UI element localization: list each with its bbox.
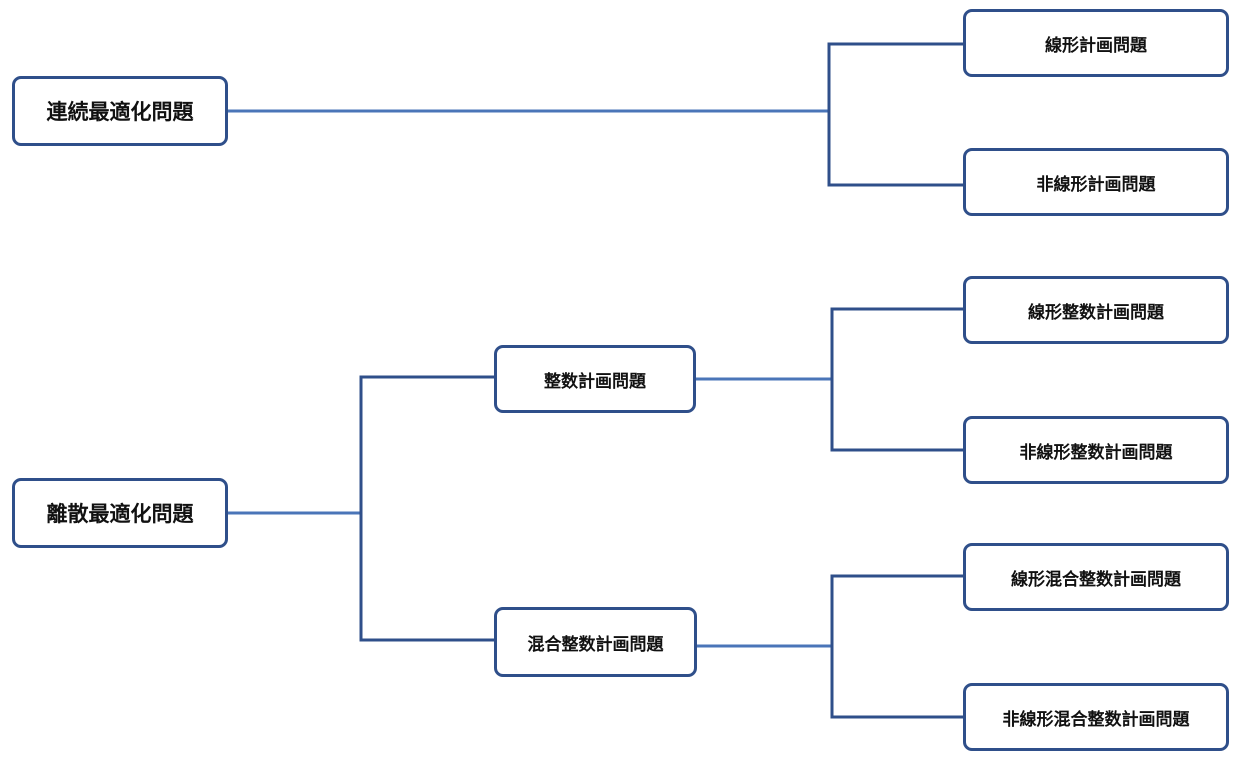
node-label: 連続最適化問題 bbox=[46, 100, 194, 124]
edge-discrete-bracket bbox=[359, 375, 495, 642]
edge-continuous-bracket bbox=[827, 42, 964, 187]
node-label: 混合整数計画問題 bbox=[527, 634, 664, 655]
node-label: 非線形混合整数計画問題 bbox=[1002, 709, 1190, 730]
node-label: 整数計画問題 bbox=[544, 371, 646, 392]
node-linear-integer-programming: 線形整数計画問題 bbox=[963, 276, 1229, 344]
edge-mixed-bracket bbox=[830, 574, 964, 719]
node-label: 線形混合整数計画問題 bbox=[1011, 569, 1181, 590]
node-label: 非線形整数計画問題 bbox=[1019, 442, 1173, 463]
node-label: 非線形計画問題 bbox=[1036, 174, 1156, 195]
node-linear-mixed-integer-programming: 線形混合整数計画問題 bbox=[963, 543, 1229, 611]
node-continuous-optimization: 連続最適化問題 bbox=[12, 76, 228, 146]
node-label: 離散最適化問題 bbox=[46, 502, 194, 526]
node-nonlinear-programming: 非線形計画問題 bbox=[963, 148, 1229, 216]
edge-integer-bracket bbox=[830, 307, 964, 452]
node-nonlinear-integer-programming: 非線形整数計画問題 bbox=[963, 416, 1229, 484]
node-label: 線形計画問題 bbox=[1045, 35, 1147, 56]
node-label: 線形整数計画問題 bbox=[1028, 302, 1164, 323]
node-discrete-optimization: 離散最適化問題 bbox=[12, 478, 228, 548]
node-linear-programming: 線形計画問題 bbox=[963, 9, 1229, 77]
node-mixed-integer-programming: 混合整数計画問題 bbox=[494, 607, 697, 677]
node-integer-programming: 整数計画問題 bbox=[494, 345, 696, 413]
node-nonlinear-mixed-integer-programming: 非線形混合整数計画問題 bbox=[963, 683, 1229, 751]
